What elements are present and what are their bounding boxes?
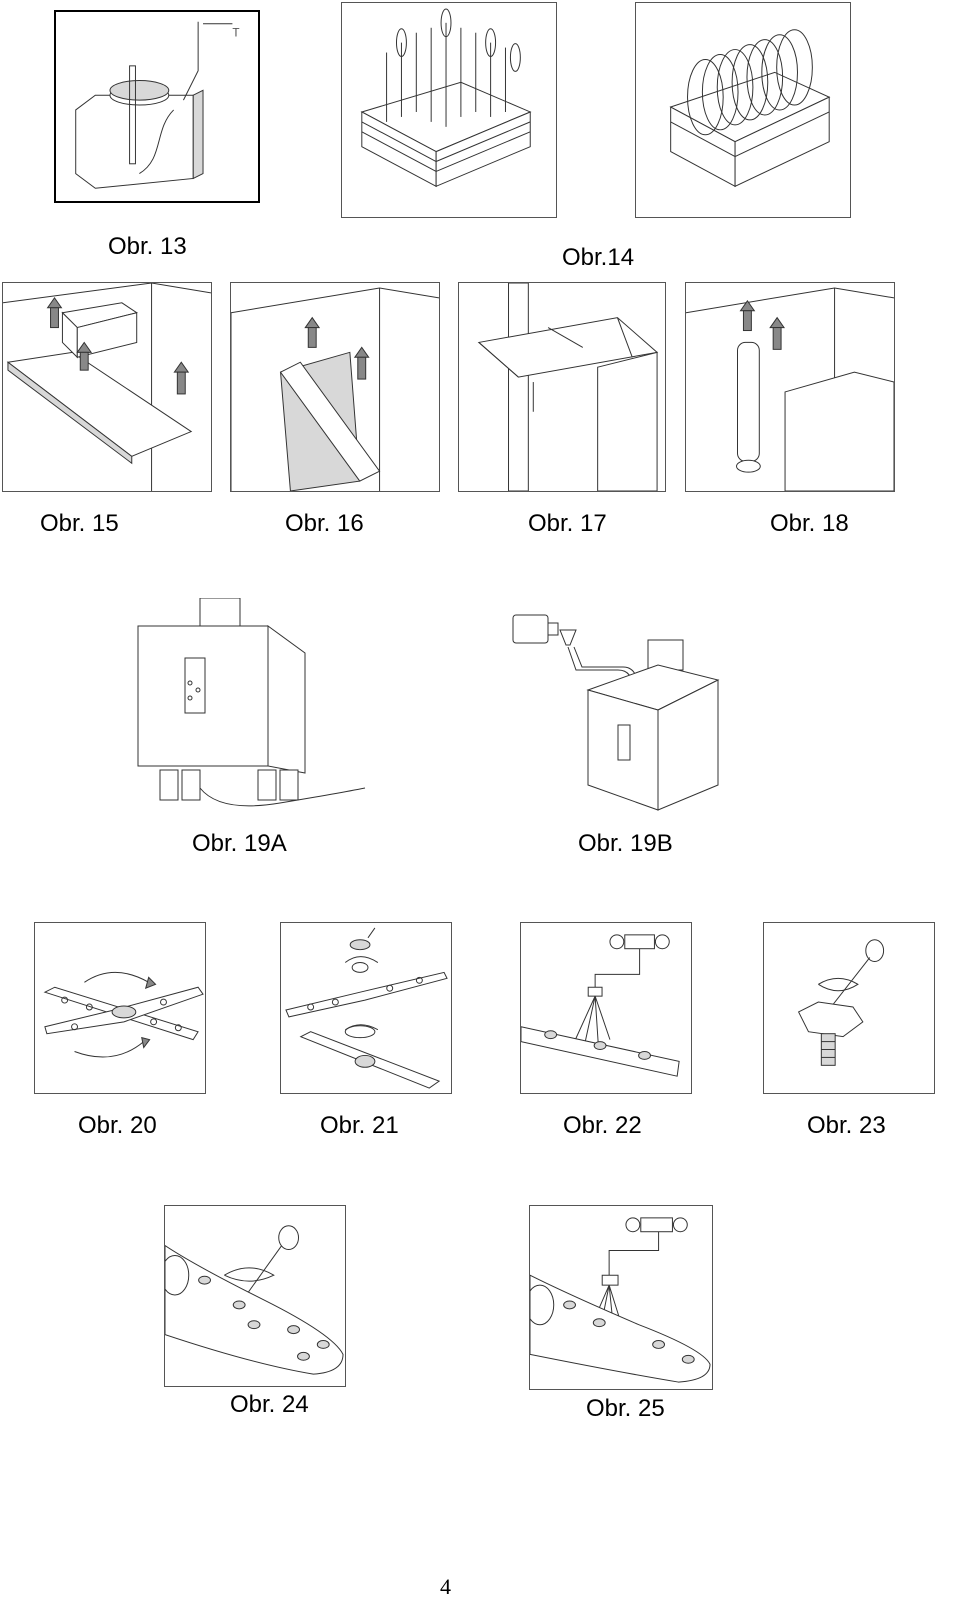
caption-figure-14: Obr.14 xyxy=(562,244,635,271)
figure-19b-illustration xyxy=(508,605,723,815)
figure-15-illustration xyxy=(2,282,212,492)
figure-21-illustration xyxy=(280,922,452,1094)
figure-20-illustration xyxy=(34,922,206,1094)
svg-text:T: T xyxy=(232,26,239,39)
figure-23-illustration xyxy=(763,922,935,1094)
caption-figure-22: Obr. 22 xyxy=(563,1112,642,1139)
caption-figure-23: Obr. 23 xyxy=(807,1112,886,1139)
figure-18-illustration xyxy=(685,282,895,492)
caption-figure-18: Obr. 18 xyxy=(770,510,849,537)
caption-figure-13: Obr. 13 xyxy=(108,233,187,260)
figure-14-plate-rack xyxy=(635,2,851,218)
figure-14-cutlery-basket xyxy=(341,2,557,218)
page-number: 4 xyxy=(440,1574,451,1599)
caption-figure-16: Obr. 16 xyxy=(285,510,364,537)
figure-17-illustration xyxy=(458,282,666,492)
caption-figure-25: Obr. 25 xyxy=(586,1395,665,1422)
caption-figure-15: Obr. 15 xyxy=(40,510,119,537)
caption-figure-19a: Obr. 19A xyxy=(192,830,287,857)
figure-19a-illustration xyxy=(130,598,370,818)
figure-16-illustration xyxy=(230,282,440,492)
figure-13-illustration: T xyxy=(54,10,260,203)
figure-25-illustration xyxy=(529,1205,713,1390)
figure-24-illustration xyxy=(164,1205,346,1387)
caption-figure-17: Obr. 17 xyxy=(528,510,607,537)
caption-figure-21: Obr. 21 xyxy=(320,1112,399,1139)
caption-figure-19b: Obr. 19B xyxy=(578,830,673,857)
caption-figure-20: Obr. 20 xyxy=(78,1112,157,1139)
figure-22-illustration xyxy=(520,922,692,1094)
caption-figure-24: Obr. 24 xyxy=(230,1391,309,1418)
